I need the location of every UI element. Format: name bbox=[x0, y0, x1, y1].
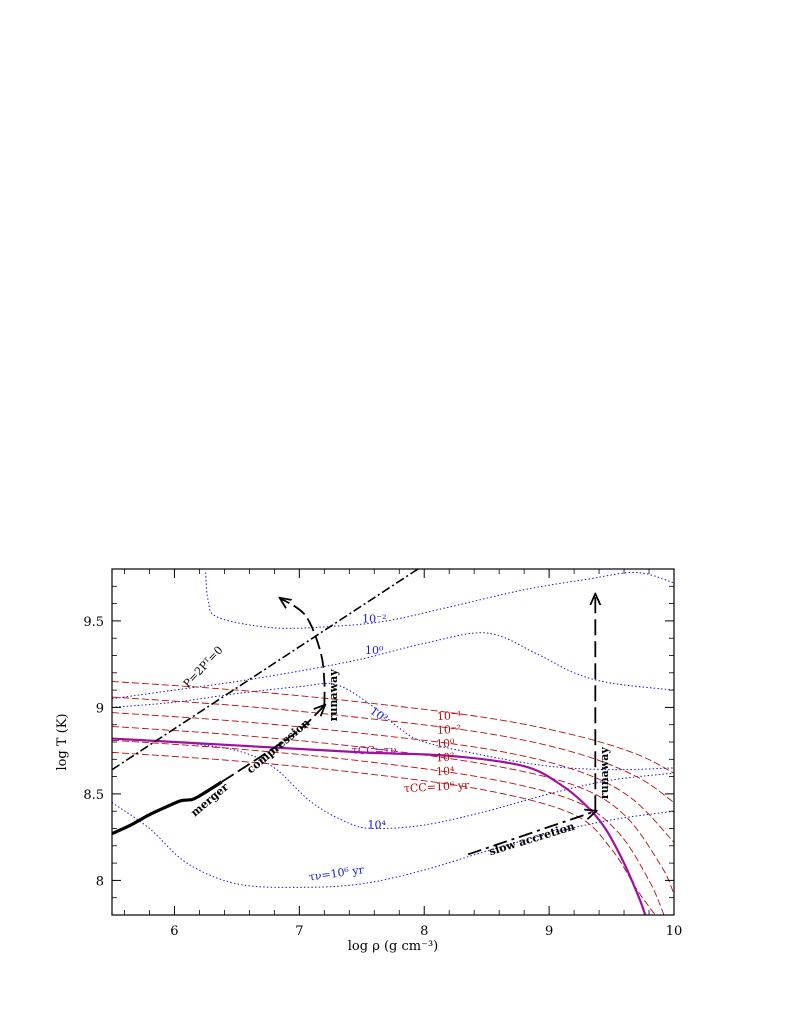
y-axis-title: log T (K) bbox=[55, 713, 70, 770]
merger-track-dashed bbox=[221, 706, 324, 783]
carbon-contour-label: 10⁻⁴ bbox=[437, 709, 462, 723]
neutrino-contour-2 bbox=[112, 683, 674, 771]
x-tick-label: 6 bbox=[170, 924, 178, 939]
neutrino-contour-0 bbox=[205, 571, 674, 629]
neutrino-contour-3 bbox=[112, 738, 674, 830]
plot-frame bbox=[111, 568, 675, 916]
carbon-contour-label: 10⁰ bbox=[436, 737, 456, 751]
slow-accretion-label: slow accretion bbox=[487, 820, 576, 858]
pressure-line-label: P=2Pᵀ=0 bbox=[181, 644, 226, 691]
y-tick-label: 9.5 bbox=[83, 615, 104, 630]
runaway-left-label: runaway bbox=[327, 669, 340, 722]
x-tick-label: 8 bbox=[420, 924, 428, 939]
merger-track-solid bbox=[112, 780, 223, 836]
slow-accretion-arrow bbox=[467, 811, 595, 856]
y-tick-label: 9 bbox=[96, 701, 104, 716]
runaway-left-arrow bbox=[281, 598, 326, 706]
neutrino-contour-label: 10² bbox=[367, 704, 390, 725]
carbon-contour-1 bbox=[112, 696, 674, 803]
x-tick-label: 9 bbox=[545, 924, 553, 939]
carbon-contour-5 bbox=[112, 751, 656, 915]
carbon-contour-label: 10² bbox=[436, 751, 455, 765]
neutrino-contour-label: 10⁰ bbox=[365, 644, 384, 657]
neutrino-contour-label: 10⁴ bbox=[368, 819, 387, 832]
pressure-line bbox=[112, 569, 419, 771]
x-tick-label: 7 bbox=[295, 924, 303, 939]
x-tick-label: 10 bbox=[666, 924, 683, 939]
carbon-contour-4 bbox=[112, 739, 665, 915]
carbon-contour-0 bbox=[112, 681, 674, 774]
carbon-contour-3 bbox=[112, 725, 674, 895]
x-axis-title: log ρ (g cm⁻³) bbox=[348, 939, 439, 954]
neutrino-contour-label: τν=10⁶ yr bbox=[308, 863, 365, 884]
y-tick-label: 8.5 bbox=[83, 788, 104, 803]
runaway-right-label: runaway bbox=[598, 747, 611, 800]
neutrino-contour-label: 10⁻² bbox=[362, 613, 386, 626]
carbon-contour-label: 10⁻² bbox=[437, 723, 462, 737]
neutrino-contour-4 bbox=[112, 802, 674, 888]
carbon-contour-label: τCC=10⁶ yr bbox=[403, 779, 470, 795]
carbon-contour-label: 10⁴ bbox=[436, 764, 456, 778]
y-tick-label: 8 bbox=[96, 874, 104, 889]
ignition-line-label: τCC=τν bbox=[352, 744, 397, 757]
